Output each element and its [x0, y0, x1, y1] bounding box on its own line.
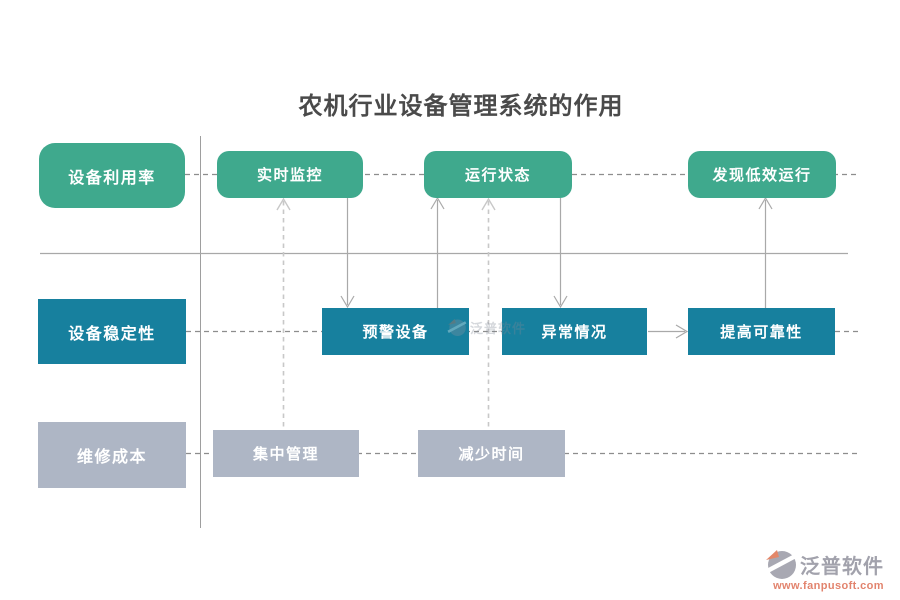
node-label: 预警设备	[362, 324, 429, 341]
watermark-url-text: www.fanpusoft.com	[773, 580, 884, 592]
node-label: 运行状态	[464, 167, 531, 184]
watermark-brand-text: 泛普软件	[800, 556, 884, 578]
fanpu-logo-icon	[764, 550, 797, 579]
node-improve-reliability: 提高可靠性	[688, 308, 835, 355]
node-centralized-management: 集中管理	[213, 430, 359, 477]
node-label: 发现低效运行	[712, 167, 812, 184]
node-maintenance-cost: 维修成本	[38, 422, 186, 488]
node-label: 提高可靠性	[720, 324, 803, 341]
node-label: 集中管理	[252, 446, 319, 463]
node-label: 减少时间	[458, 446, 525, 463]
node-label: 设备利用率	[68, 169, 156, 187]
arrow-warning-to-status	[430, 196, 445, 308]
arrow-centralized-to-monitoring	[276, 197, 291, 430]
arrow-abnormal-to-reliability	[648, 324, 689, 339]
node-equipment-stability: 设备稳定性	[38, 299, 186, 364]
arrow-monitoring-to-warning	[340, 198, 355, 309]
node-equipment-utilization: 设备利用率	[39, 143, 185, 208]
arrow-reduce-to-status	[481, 197, 496, 430]
node-label: 实时监控	[256, 167, 323, 184]
diagram-title: 农机行业设备管理系统的作用	[298, 94, 624, 120]
node-warning-equipment: 预警设备	[322, 308, 469, 355]
node-label: 设备稳定性	[68, 325, 156, 343]
arrow-reliability-to-inefficiency	[758, 196, 773, 308]
arrow-status-to-abnormal	[553, 198, 568, 309]
node-abnormal-situation: 异常情况	[502, 308, 647, 355]
node-label: 异常情况	[541, 324, 608, 341]
watermark-bottom-right: 泛普软件 www.fanpusoft.com	[764, 549, 884, 592]
node-realtime-monitoring: 实时监控	[217, 151, 363, 198]
node-detect-inefficiency: 发现低效运行	[688, 151, 836, 198]
node-reduce-time: 减少时间	[418, 430, 565, 477]
node-running-status: 运行状态	[424, 151, 572, 198]
node-label: 维修成本	[76, 449, 147, 466]
